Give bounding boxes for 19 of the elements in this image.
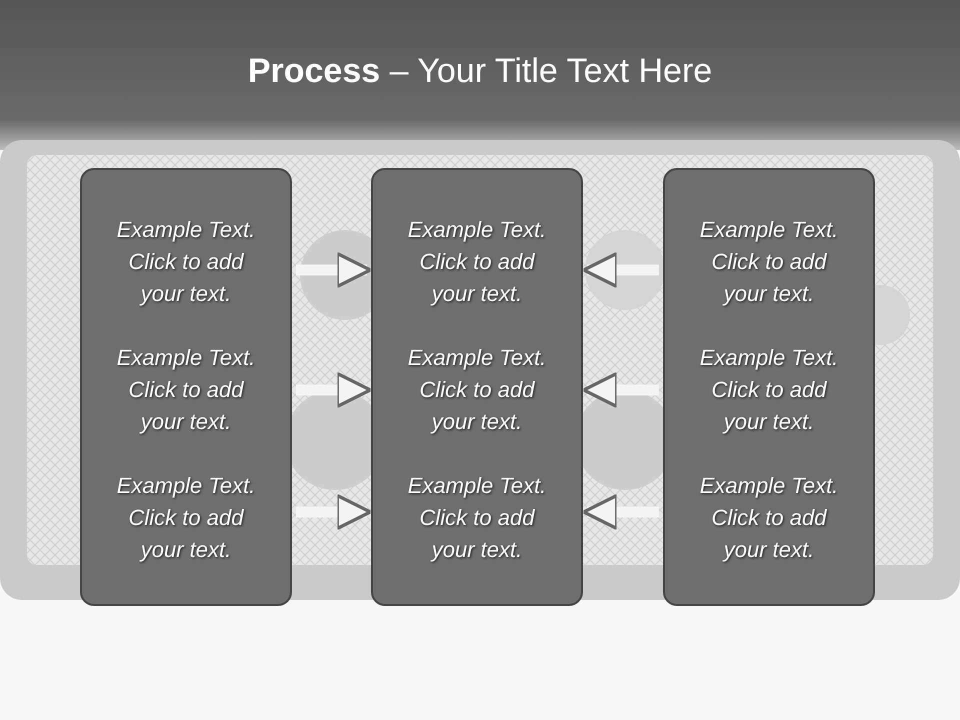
body-text: Example Text. Click to add your text. [116, 216, 256, 308]
arrow [582, 252, 659, 288]
body-text: Example Text. Click to add your text. [116, 472, 256, 564]
arrow [582, 372, 659, 408]
process-column [663, 168, 875, 606]
title: Process – Your Title Text Here [246, 52, 714, 91]
arrow [296, 252, 372, 288]
body-text: Example Text. Click to add your text. [698, 344, 840, 436]
arrow [582, 494, 659, 530]
arrow [296, 372, 372, 408]
body-text: Example Text. Click to add your text. [698, 216, 840, 308]
body-text: Example Text. Click to add your text. [406, 216, 548, 308]
body-text: Example Text. Click to add your text. [698, 472, 840, 564]
process-column [371, 168, 583, 606]
body-text: Example Text. Click to add your text. [406, 344, 548, 436]
body-text: Example Text. Click to add your text. [116, 344, 256, 436]
arrow [296, 494, 372, 530]
body-text: Example Text. Click to add your text. [406, 472, 548, 564]
process-column [80, 168, 292, 606]
